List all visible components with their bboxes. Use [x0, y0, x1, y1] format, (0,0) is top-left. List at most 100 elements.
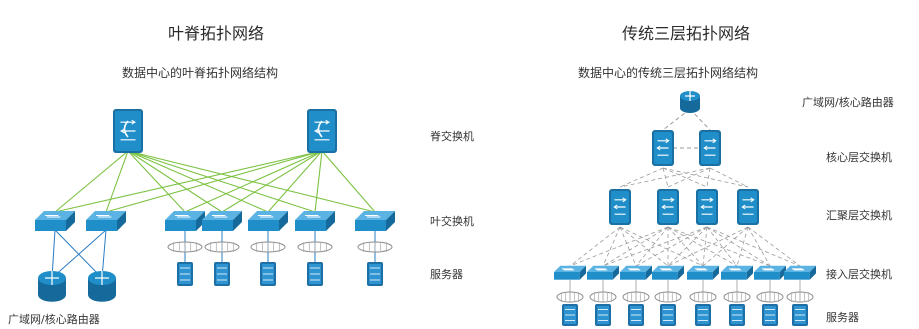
agg-access-link	[635, 226, 708, 267]
spine-leaf-link	[127, 150, 186, 213]
server-group-ring	[250, 241, 286, 253]
agg-access-link	[569, 226, 669, 267]
router-core-link	[689, 108, 711, 131]
leaf-spine-subtitle: 数据中心的叶脊拓扑网络结构	[122, 66, 279, 80]
spine-leaf-link	[127, 150, 269, 213]
server-group-ring	[357, 241, 393, 253]
access-switch-icon	[721, 265, 753, 280]
core-agg-link	[662, 167, 749, 188]
server-icon	[260, 262, 276, 286]
leaf-spine-title: 叶脊拓扑网络	[168, 24, 265, 43]
server-icon	[660, 304, 676, 326]
router-core-link	[662, 108, 691, 131]
spine-leaf-link	[321, 150, 376, 213]
agg-access-link	[702, 226, 708, 267]
agg-access-link	[635, 226, 669, 267]
agg-access-link	[667, 226, 708, 267]
access-server-ring	[654, 291, 682, 303]
leaf-spine-server-label: 服务器	[430, 268, 463, 281]
agg-access-link	[706, 226, 771, 267]
spine-leaf-link	[314, 150, 323, 213]
three-tier-subtitle: 数据中心的传统三层拓扑网络结构	[578, 66, 759, 80]
three-tier-server-label: 服务器	[826, 311, 859, 324]
access-server-ring	[622, 291, 650, 303]
agg-access-link	[619, 226, 637, 267]
agg-access-link	[747, 226, 801, 267]
spine-leaf-link	[127, 150, 316, 213]
agg-access-link	[667, 226, 704, 267]
spine-leaf-link	[127, 150, 223, 213]
agg-access-link	[667, 226, 738, 267]
server-group-ring	[204, 241, 240, 253]
spine-leaf-link	[127, 150, 376, 213]
agg-access-link	[602, 226, 669, 267]
agg-access-link	[569, 226, 621, 267]
access-server-ring	[756, 291, 784, 303]
agg-access-link	[619, 226, 704, 267]
agg-access-link	[702, 226, 749, 267]
three-tier-router-label: 广域网/核心路由器	[802, 96, 894, 109]
access-switch-icon	[587, 265, 619, 280]
server-icon	[628, 304, 644, 326]
leaf-switch-label: 叶交换机	[430, 215, 474, 228]
leaf-switch-icon	[355, 211, 395, 231]
core-switch-icon	[652, 130, 674, 166]
server-icon	[214, 262, 230, 286]
aggregation-switch-icon	[609, 189, 631, 225]
router-icon	[38, 271, 66, 302]
leaf-switch-icon	[165, 211, 205, 231]
agg-access-link	[706, 226, 801, 267]
spine-leaf-link	[105, 150, 323, 213]
aggregation-switch-icon	[657, 189, 679, 225]
leaf-router-link	[51, 229, 107, 279]
core-agg-link	[619, 167, 664, 188]
server-icon	[792, 304, 808, 326]
spine-leaf-link	[105, 150, 129, 213]
router-icon	[88, 271, 116, 302]
server-icon	[307, 262, 323, 286]
server-icon	[562, 304, 578, 326]
access-switch-icon	[620, 265, 652, 280]
agg-access-link	[706, 226, 738, 267]
agg-access-link	[602, 226, 708, 267]
leaf-switch-icon	[202, 211, 242, 231]
access-switch-icon	[687, 265, 719, 280]
access-switch-icon	[754, 265, 786, 280]
core-agg-link	[662, 167, 708, 188]
spine-switch-icon	[113, 109, 143, 153]
spine-leaf-link	[54, 150, 129, 213]
access-layer-label: 接入层交换机	[826, 268, 892, 281]
leaf-router-link	[51, 229, 56, 279]
spine-leaf-link	[267, 150, 323, 213]
core-agg-link	[706, 167, 711, 188]
aggregation-layer-label: 汇聚层交换机	[826, 209, 892, 222]
core-agg-link	[619, 167, 711, 188]
core-agg-link	[667, 167, 711, 188]
server-icon	[762, 304, 778, 326]
agg-access-link	[602, 226, 621, 267]
three-tier-title: 传统三层拓扑网络	[622, 24, 751, 43]
agg-access-link	[747, 226, 771, 267]
access-server-ring	[556, 291, 584, 303]
core-layer-label: 核心层交换机	[826, 151, 892, 164]
core-switch-icon	[699, 130, 721, 166]
access-switch-icon	[652, 265, 684, 280]
leaf-switch-icon	[35, 211, 75, 231]
leaf-router-link	[101, 229, 107, 279]
server-group-ring	[297, 241, 333, 253]
agg-access-link	[667, 226, 771, 267]
server-icon	[177, 262, 193, 286]
server-group-ring	[167, 241, 203, 253]
access-server-ring	[589, 291, 617, 303]
access-switch-icon	[554, 265, 586, 280]
leaf-spine-router-label: 广域网/核心路由器	[8, 313, 100, 326]
server-icon	[729, 304, 745, 326]
agg-access-link	[619, 226, 669, 267]
spine-leaf-link	[221, 150, 323, 213]
core-agg-link	[709, 167, 749, 188]
spine-leaf-link	[54, 150, 323, 213]
spine-leaf-link	[184, 150, 323, 213]
spine-switch-icon	[307, 109, 337, 153]
